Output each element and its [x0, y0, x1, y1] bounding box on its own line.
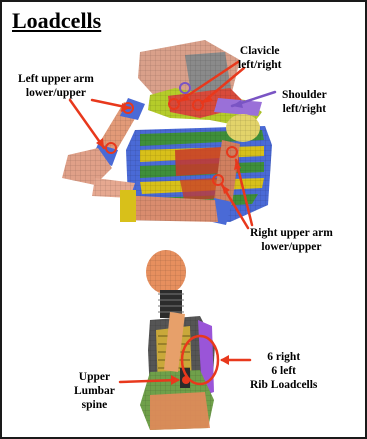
label-right-upper-arm: Right upper arm lower/upper: [250, 226, 333, 254]
label-left-upper-arm: Left upper arm lower/upper: [18, 72, 94, 100]
left-upper-arm-arrow-lower: [70, 100, 104, 148]
side-view-model: [140, 250, 215, 430]
label-lumbar-spine: Upper Lumbar spine: [74, 370, 115, 412]
label-rib-loadcells: 6 right 6 left Rib Loadcells: [250, 350, 317, 392]
label-clavicle: Clavicle left/right: [238, 44, 281, 72]
lumbar-marker: [182, 376, 190, 384]
label-shoulder: Shoulder left/right: [282, 88, 327, 116]
